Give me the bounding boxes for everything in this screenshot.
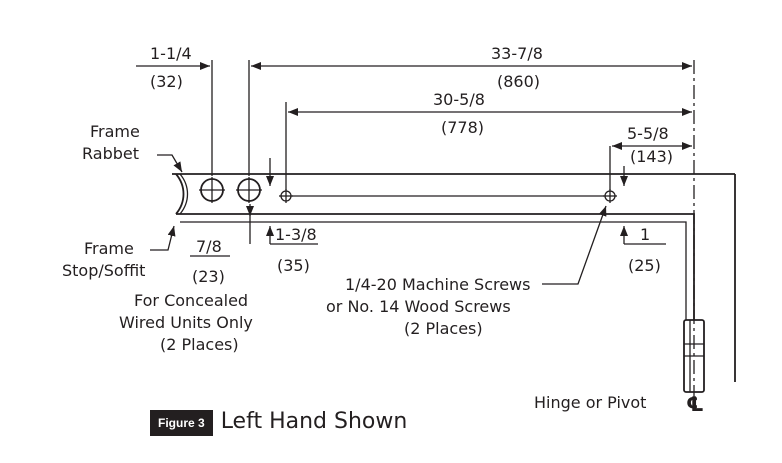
wiring-hole-1	[199, 177, 225, 203]
extension-lines	[211, 60, 611, 190]
svg-text:(2 Places): (2 Places)	[404, 319, 483, 338]
dim-1: 1 (25)	[620, 225, 666, 275]
svg-text:or No. 14 Wood Screws: or No. 14 Wood Screws	[326, 297, 511, 316]
svg-text:(2 Places): (2 Places)	[160, 335, 239, 354]
dim-1-3-8-mm: (35)	[277, 256, 310, 275]
dim-33-7-8: 33-7/8 (860)	[251, 44, 692, 91]
figure-caption-text: Left Hand Shown	[220, 408, 408, 434]
dim-7-8-inch: 7/8	[196, 237, 222, 256]
dim-30-5-8-mm: (778)	[441, 118, 484, 137]
dim-5-5-8-inch: 5-5/8	[627, 124, 669, 143]
figure-caption: Figure 3 Left Hand Shown	[150, 406, 407, 436]
svg-text:Hinge or Pivot: Hinge or Pivot	[534, 393, 646, 412]
svg-text:For Concealed: For Concealed	[134, 291, 248, 310]
svg-text:Stop/Soffit: Stop/Soffit	[62, 261, 145, 280]
figure-badge-wrap: Figure 3	[150, 409, 213, 436]
dim-1-1-4-mm: (32)	[150, 72, 183, 91]
dim-5-5-8-mm: (143)	[630, 147, 673, 166]
centerline-icon: ℄	[686, 392, 704, 416]
dim-30-5-8-inch: 30-5/8	[433, 90, 485, 109]
dim-33-7-8-inch: 33-7/8	[491, 44, 543, 63]
dim-1-inch: 1	[640, 225, 650, 244]
dim-1-3-8: 1-3/8 (35)	[266, 158, 318, 275]
dim-33-7-8-mm: (860)	[497, 72, 540, 91]
note-screws: 1/4-20 Machine Screws or No. 14 Wood Scr…	[326, 205, 607, 338]
label-frame-rabbet: Frame Rabbet	[82, 122, 183, 173]
figure-badge-underline	[150, 430, 213, 433]
dim-1-3-8-inch: 1-3/8	[275, 225, 317, 244]
dim-1-1-4-inch: 1-1/4	[150, 44, 192, 63]
svg-text:Frame: Frame	[84, 239, 134, 258]
hinge-assembly	[683, 319, 705, 393]
svg-text:Rabbet: Rabbet	[82, 144, 139, 163]
dim-7-8-mm: (23)	[192, 267, 225, 286]
dim-1-1-4: 1-1/4 (32)	[136, 44, 210, 91]
dim-5-5-8: 5-5/8 (143)	[612, 124, 692, 186]
dim-30-5-8: 30-5/8 (778)	[288, 90, 692, 137]
dim-1-mm: (25)	[628, 256, 661, 275]
note-concealed: For Concealed Wired Units Only (2 Places…	[119, 291, 253, 354]
label-frame-stop: Frame Stop/Soffit	[62, 225, 176, 280]
svg-text:Wired Units Only: Wired Units Only	[119, 313, 253, 332]
svg-text:1/4-20 Machine Screws: 1/4-20 Machine Screws	[345, 275, 530, 294]
wiring-hole-2	[236, 177, 262, 203]
svg-text:Frame: Frame	[90, 122, 140, 141]
dim-7-8: 7/8 (23)	[190, 204, 254, 286]
screw-holes	[279, 189, 617, 203]
label-hinge-pivot: Hinge or Pivot ℄	[534, 392, 704, 416]
